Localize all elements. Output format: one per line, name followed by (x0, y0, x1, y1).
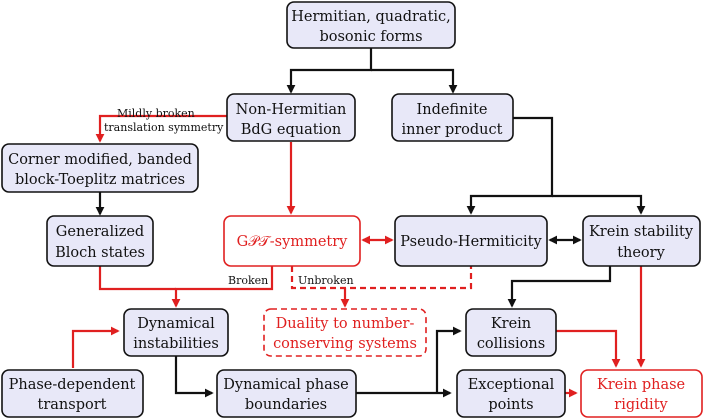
node-corner-line1: Corner modified, banded (8, 152, 192, 168)
node-corner-line2: block-Toeplitz matrices (15, 172, 185, 188)
node-dyn-inst-line1: Dynamical (137, 316, 215, 332)
node-indefinite-inner-product: Indefinite inner product (391, 93, 514, 142)
node-non-hermitian-bdg: Non-Hermitian BdG equation (226, 93, 356, 142)
node-duality-line1: Duality to number- (276, 316, 415, 332)
edge-indefinite-to-krein-theory (552, 194, 646, 215)
edge-krein-theory-to-collisions (507, 266, 612, 308)
node-dyn-phase-line2: boundaries (245, 397, 327, 413)
node-bloch-line2: Bloch states (55, 245, 145, 261)
node-generalized-bloch: Generalized Bloch states (46, 215, 154, 267)
edge-label-broken: Broken (228, 274, 268, 287)
edge-phase-to-collisions (435, 326, 462, 393)
node-duality: Duality to number- conserving systems (263, 308, 427, 357)
edge-hermitian-to-indefinite (371, 68, 458, 94)
node-gpt-symmetry: G𝒫𝒯-symmetry (223, 215, 361, 267)
node-bloch-line1: Generalized (56, 224, 144, 240)
edge-label-mildly-broken-2: translation symmetry (104, 121, 224, 134)
node-non-hermitian-bdg-line2: BdG equation (241, 122, 342, 138)
edge-gpt-unbroken (290, 266, 473, 290)
node-krein-rigidity-line1: Krein phase (597, 377, 685, 393)
node-krein-theory-line2: theory (617, 245, 665, 261)
node-transport-line2: transport (38, 397, 107, 413)
edge-transport-to-dyn-inst (71, 326, 120, 368)
node-indefinite-line1: Indefinite (417, 102, 488, 118)
node-duality-line2: conserving systems (273, 336, 417, 352)
edge-nonherm-to-corner (95, 114, 227, 143)
edge-label-mildly-broken-1: Mildly broken (117, 107, 195, 120)
node-phase-dependent-transport: Phase-dependent transport (1, 369, 144, 418)
node-krein-phase-rigidity: Krein phase rigidity (580, 369, 703, 418)
edge-gpt-broken-to-dyn-inst (171, 266, 274, 308)
node-hermitian-forms: Hermitian, quadratic, bosonic forms (286, 1, 456, 49)
edge-bloch-to-dyn-inst (98, 266, 176, 291)
node-non-hermitian-bdg-line1: Non-Hermitian (236, 102, 347, 118)
node-hermitian-forms-line1: Hermitian, quadratic, (291, 9, 451, 25)
node-krein-theory-line1: Krein stability (589, 224, 694, 240)
node-krein-coll-line1: Krein (491, 316, 531, 332)
edge-collisions-to-rigidity (556, 329, 621, 368)
node-krein-collisions: Krein collisions (465, 308, 557, 357)
node-dyn-phase-line1: Dynamical phase (223, 377, 349, 393)
node-exceptional-line1: Exceptional (468, 377, 555, 393)
node-exceptional-points: Exceptional points (456, 369, 566, 418)
node-gpt-label: G𝒫𝒯-symmetry (237, 234, 349, 250)
edge-dyn-inst-to-phase (174, 356, 214, 398)
node-krein-stability-theory: Krein stability theory (582, 215, 701, 267)
edge-hermitian-to-split (286, 48, 373, 94)
node-pseudo-hermiticity: Pseudo-Hermiticity (394, 215, 548, 267)
node-corner-modified: Corner modified, banded block-Toeplitz m… (1, 143, 199, 193)
edge-label-unbroken: Unbroken (298, 274, 354, 287)
node-dyn-inst-line2: instabilities (133, 336, 219, 352)
node-krein-rigidity-line2: rigidity (614, 397, 668, 413)
node-exceptional-line2: points (488, 397, 533, 413)
node-dynamical-phase-boundaries: Dynamical phase boundaries (216, 369, 357, 418)
node-indefinite-line2: inner product (402, 122, 503, 138)
node-krein-coll-line2: collisions (477, 336, 545, 352)
node-pseudo-label: Pseudo-Hermiticity (400, 234, 542, 250)
node-dynamical-instabilities: Dynamical instabilities (123, 308, 229, 357)
node-hermitian-forms-line2: bosonic forms (319, 29, 422, 45)
node-transport-line1: Phase-dependent (9, 377, 136, 393)
